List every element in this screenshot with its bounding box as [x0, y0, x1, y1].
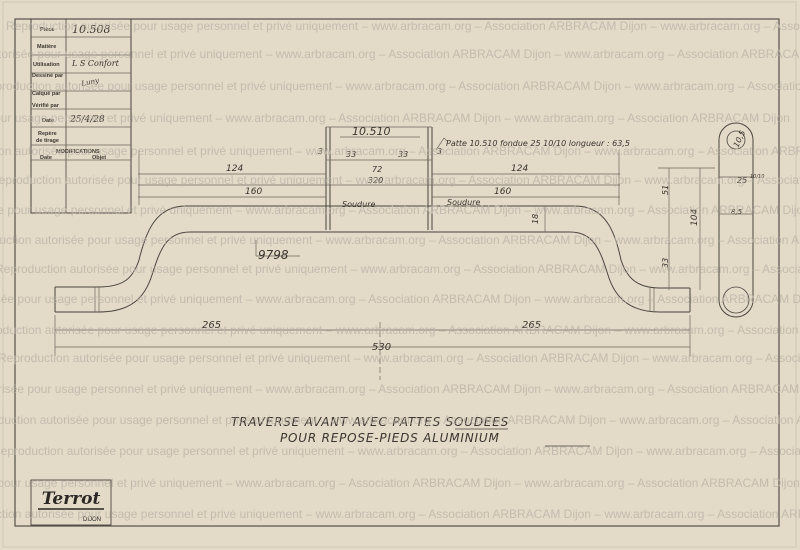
dim-320: 320: [368, 176, 383, 185]
label-verifie-par: Vérifié par: [32, 103, 60, 109]
watermark-line: Reproduction autorisée pour usage person…: [0, 173, 800, 187]
dimension-lines: [54, 136, 715, 380]
watermark-line: Reproduction autorisée pour usage person…: [6, 19, 800, 33]
watermark: Reproduction autorisée pour usage person…: [0, 19, 800, 521]
label-de-tirage: de tirage: [36, 138, 59, 144]
watermark-line: Reproduction autorisée pour usage person…: [0, 476, 800, 490]
label-mod-object: Objet: [92, 155, 106, 161]
label-utilisation: Utilisation: [33, 62, 60, 68]
label-dessine-par: Dessiné par: [32, 73, 64, 79]
label-mod-date: Date: [40, 155, 52, 161]
watermark-line: Reproduction autorisée pour usage person…: [0, 323, 800, 337]
end-dim-8-5: 8,5: [731, 208, 743, 216]
logo-city: DIJON: [83, 517, 101, 523]
label-date: Date: [42, 118, 54, 124]
title-block: Pièce Matière Utilisation Dessiné par Ca…: [30, 18, 132, 214]
soudure-left-label: Soudure: [342, 200, 375, 209]
soudure-right-label: Soudure: [447, 198, 480, 207]
tube-outline: [54, 126, 691, 313]
label-piece: Pièce: [40, 27, 54, 33]
value-piece: 10.508: [72, 23, 111, 36]
watermark-line: Reproduction autorisée pour usage person…: [0, 111, 790, 125]
dim-265-left: 265: [202, 320, 221, 331]
watermark-line: Reproduction autorisée pour usage person…: [0, 292, 800, 306]
label-calque-par: Calqué par: [32, 91, 61, 97]
dim-33-side: 33: [661, 258, 670, 268]
dim-530: 530: [372, 342, 391, 353]
end-dim-25: 25: [737, 176, 747, 185]
dim-33-left: 33: [346, 150, 356, 159]
dim-3-right: 3: [437, 147, 442, 156]
watermark-line: Reproduction autorisée pour usage person…: [0, 262, 800, 276]
dim-33-right: 33: [398, 150, 408, 159]
label-modifications: MODIFICATIONS: [56, 149, 100, 155]
watermark-line: Reproduction autorisée pour usage person…: [0, 507, 800, 521]
ref-9798: 9798: [258, 248, 289, 262]
end-view: [718, 122, 754, 318]
dim-160-right: 160: [494, 187, 511, 197]
watermark-line: Reproduction autorisée pour usage person…: [0, 382, 800, 396]
watermark-line: Reproduction autorisée pour usage person…: [0, 351, 800, 365]
logo-brand: Terrot: [42, 489, 101, 509]
dim-124-right: 124: [511, 164, 528, 174]
label-repere: Repère: [38, 131, 57, 137]
drawing-caption: TRAVERSE AVANT AVEC PATTES SOUDEES POUR …: [231, 415, 590, 447]
value-date: 25/4/28: [69, 115, 105, 125]
value-dessine-par: Luny: [80, 76, 101, 88]
watermark-line: Reproduction autorisée pour usage person…: [0, 203, 800, 217]
dim-part-tab: 10.510: [352, 125, 391, 138]
dim-265-right: 265: [522, 320, 541, 331]
watermark-line: Reproduction autorisée pour usage person…: [0, 47, 800, 61]
end-dim-25-frac: 10/10: [750, 174, 764, 180]
watermark-line: Reproduction autorisée pour usage person…: [0, 444, 800, 458]
dim-18: 18: [531, 214, 540, 224]
dim-104: 104: [690, 209, 700, 226]
part-tab-note: Patte 10.510 fondue 25 10/10 longueur : …: [446, 139, 630, 148]
label-matiere: Matière: [37, 44, 56, 50]
drawing-frame: [14, 18, 780, 527]
dim-3-left: 3: [318, 147, 323, 156]
caption-line-1: TRAVERSE AVANT AVEC PATTES SOUDEES: [231, 415, 509, 429]
caption-line-2: POUR REPOSE-PIEDS ALUMINIUM: [280, 431, 500, 445]
dimension-labels: 10.510 Patte 10.510 fondue 25 10/10 long…: [202, 125, 764, 353]
watermark-line: Reproduction autorisée pour usage person…: [0, 79, 800, 93]
dim-124-left: 124: [226, 164, 243, 174]
value-utilisation: L S Confort: [71, 59, 120, 68]
watermark-line: Reproduction autorisée pour usage person…: [0, 144, 800, 158]
terrot-logo: Terrot DIJON: [30, 479, 112, 526]
dim-51: 51: [661, 185, 670, 195]
dim-160-left: 160: [245, 187, 262, 197]
dim-72: 72: [372, 165, 382, 174]
watermark-line: Reproduction autorisée pour usage person…: [0, 233, 800, 247]
watermark-line: Reproduction autorisée pour usage person…: [0, 413, 800, 427]
